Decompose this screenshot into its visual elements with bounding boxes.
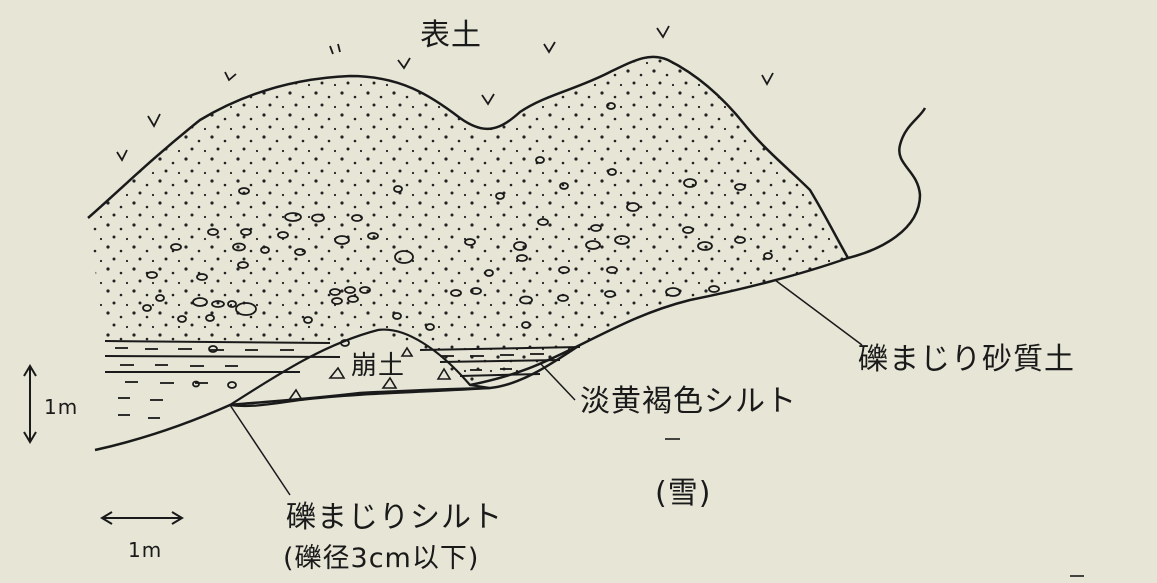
label-topsoil: 表土 — [420, 18, 482, 53]
collapse-soil-triangles — [287, 346, 452, 401]
horizontal-scale-arrow — [100, 511, 184, 525]
leader-lines — [229, 279, 863, 496]
base-line — [94, 343, 581, 452]
vegetation-marks — [116, 25, 774, 162]
label-gravelly-sandy-soil: 礫まじり砂質土 — [858, 342, 1075, 377]
left-edge-line — [102, 341, 105, 450]
stray-marks — [665, 438, 1084, 577]
gravelly-sandy-soil-layer — [88, 56, 848, 385]
label-scale-vertical: 1m — [44, 395, 79, 419]
label-scale-horizontal: 1m — [128, 538, 163, 562]
label-collapse-soil: 崩土 — [351, 351, 406, 381]
right-edge-line — [847, 107, 927, 260]
gravel-pebbles — [142, 102, 773, 389]
lower-boundary-line — [469, 256, 849, 387]
label-pale-yellow-brown-silt: 淡黄褐色シルト — [580, 384, 797, 419]
ground-surface-line — [87, 55, 850, 259]
label-gravelly-silt: 礫まじりシルト — [286, 500, 503, 535]
silt-layer-lines — [104, 340, 581, 377]
label-snow: (雪) — [655, 476, 712, 511]
label-gravel-size-note: (礫径3cm以下) — [283, 543, 480, 574]
vertical-scale-arrow — [23, 364, 37, 444]
